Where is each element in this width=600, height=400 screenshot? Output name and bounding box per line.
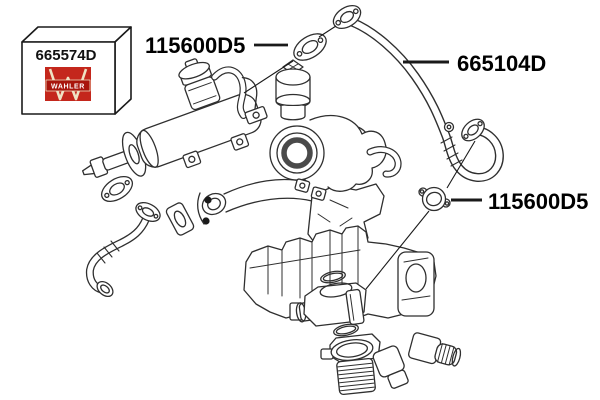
- egr-cooler-drawing: [82, 58, 268, 178]
- logo-brand-text: WAHLER: [51, 84, 85, 91]
- aux-fitting-drawing: [407, 332, 462, 367]
- product-box: 665574D WAHLER: [21, 26, 132, 115]
- turbocharger-drawing: [269, 59, 402, 201]
- left-rect-gasket-drawing: [165, 202, 195, 236]
- pointer-gasket-to-housing: [365, 210, 430, 290]
- pointer-valve-to-gasket: [243, 60, 294, 94]
- part-labels: 115600D5 665104D 115600D5: [145, 33, 588, 214]
- callout-lines: [243, 25, 482, 290]
- egr-valve-drawing: [178, 58, 221, 111]
- cooler-mount-tabs: [182, 133, 250, 169]
- box-side-face: [114, 26, 132, 115]
- left-oval-gasket-drawing: [100, 175, 134, 203]
- part-label-egr-pipe: 665104D: [457, 51, 546, 76]
- o-ring-upper-drawing: [320, 270, 346, 284]
- part-label-lower-gasket: 115600D5: [488, 189, 588, 214]
- logo-band: [46, 80, 90, 91]
- wahler-logo: WAHLER: [45, 67, 91, 101]
- egr-pipe-drawing: [332, 4, 504, 182]
- turbo-actuator-cap: [275, 59, 311, 121]
- downpipe-drawing: [85, 202, 161, 298]
- box-part-number: 665574D: [36, 47, 97, 64]
- lower-flange-gasket-drawing: [418, 186, 451, 212]
- o-ring-lower-drawing: [333, 323, 359, 337]
- downpipe-flange: [135, 202, 161, 222]
- logo-band-border: [45, 79, 91, 92]
- pointer-gasket-to-flange: [318, 25, 337, 38]
- egr-valve-housing-drawing: [289, 282, 367, 327]
- throttle-actuator: [372, 345, 409, 389]
- part-label-upper-gasket: 115600D5: [145, 33, 245, 58]
- pipe-lower-flange: [461, 118, 485, 142]
- box-top-face: [21, 26, 132, 43]
- pipe-upper-flange: [332, 4, 362, 30]
- throttle-threaded-fitting: [336, 357, 376, 396]
- pointer-pipe-to-gasket: [446, 140, 476, 189]
- throttle-body-drawing: [320, 333, 409, 396]
- pipe-bracket-tab: [443, 121, 455, 133]
- upper-flange-gasket-drawing: [293, 33, 327, 61]
